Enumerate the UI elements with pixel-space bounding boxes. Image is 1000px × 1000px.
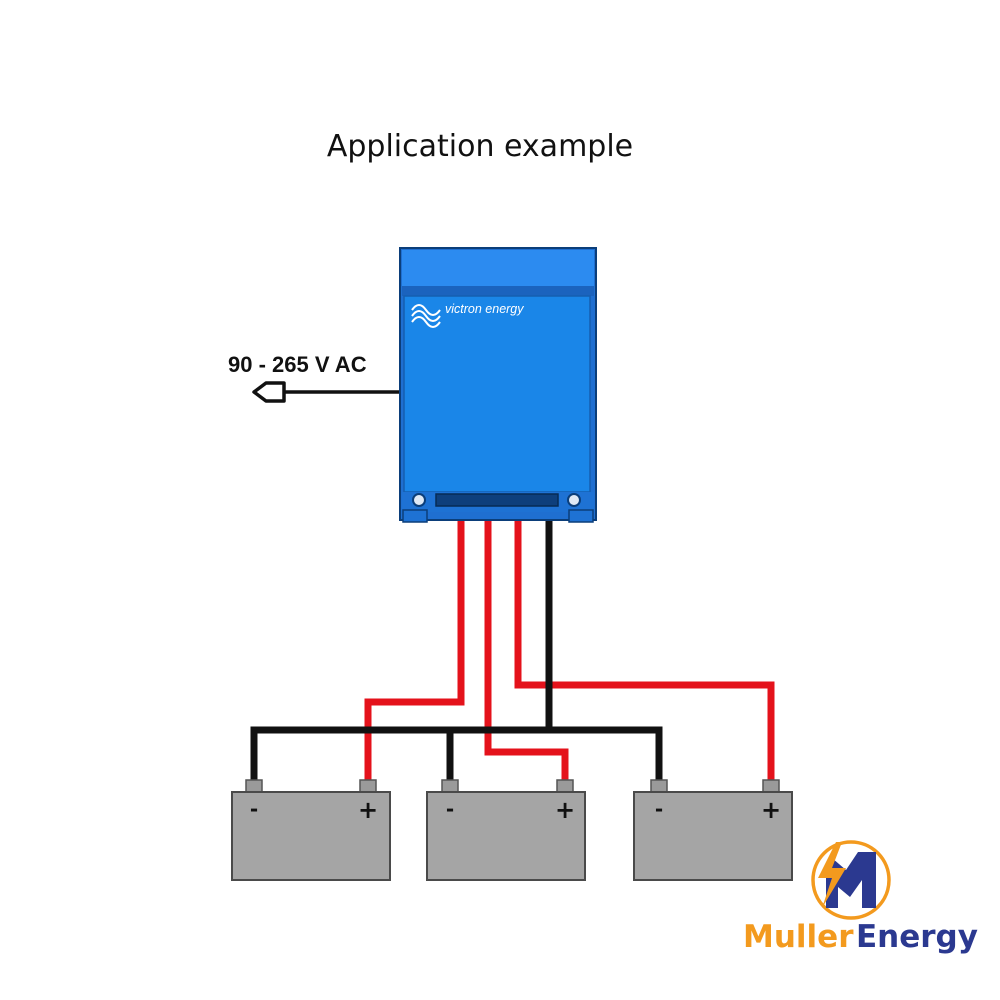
- negative-terminal-label: -: [446, 797, 454, 821]
- battery-1: - +: [231, 779, 391, 881]
- charger-unit: victron energy: [399, 247, 597, 523]
- positive-terminal-label: +: [555, 796, 575, 824]
- charger-brand: victron energy: [445, 302, 524, 316]
- ac-input-label: 90 - 265 V AC: [228, 352, 367, 377]
- battery-3: - +: [633, 779, 793, 881]
- battery-2: - +: [426, 779, 586, 881]
- logo-word-energy: Energy: [856, 919, 978, 955]
- muller-energy-logo: Muller Energy: [743, 840, 978, 955]
- logo-m-icon: [826, 852, 876, 908]
- positive-wire-battery-1: [364, 505, 465, 786]
- victron-logo-icon: [411, 304, 441, 328]
- positive-terminal-label: +: [761, 796, 781, 824]
- positive-terminal-label: +: [358, 796, 378, 824]
- positive-wire-battery-2: [484, 505, 569, 786]
- ac-plug-icon: [252, 381, 286, 403]
- negative-terminal-label: -: [250, 797, 258, 821]
- logo-word-muller: Muller: [743, 919, 854, 955]
- positive-wire-battery-3: [514, 505, 775, 786]
- lightning-bolt-icon: [818, 842, 846, 908]
- negative-terminal-label: -: [655, 797, 663, 821]
- ac-input-cable: [252, 381, 402, 403]
- positive-wires: [364, 505, 775, 786]
- page-title: Application example: [327, 129, 633, 164]
- negative-wires: [250, 505, 663, 786]
